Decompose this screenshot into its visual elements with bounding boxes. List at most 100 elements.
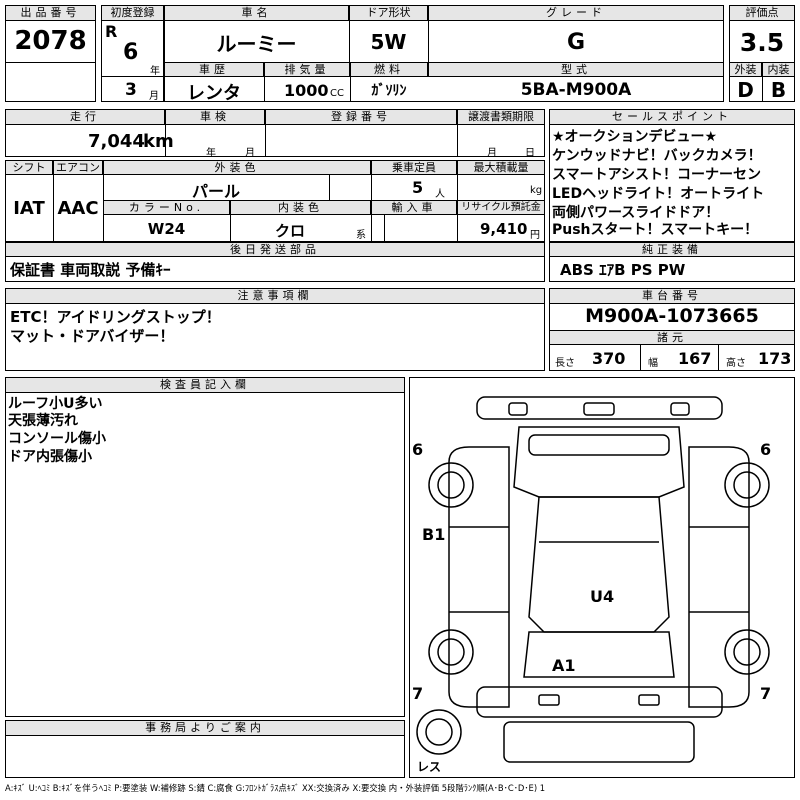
divider <box>457 160 458 242</box>
exterior-grade-label: 外装 <box>729 62 762 77</box>
car-outline-diagram <box>416 396 770 763</box>
sales-point-line: Pushスタート！スマートキー！ <box>552 222 759 238</box>
first-reg-label: 初度登録 <box>101 5 164 21</box>
exterior-grade: D <box>737 78 754 102</box>
inspection-label: 車検 <box>165 109 265 125</box>
capacity-label: 乗車定員 <box>371 160 457 175</box>
grade-label: グレード <box>428 5 724 21</box>
interior-grade: B <box>770 78 787 102</box>
notes-line: ETC！アイドリングストップ！ <box>10 308 221 326</box>
interior-grade-label: 内装 <box>762 62 795 77</box>
score: 3.5 <box>739 28 785 57</box>
divider <box>349 5 350 63</box>
damage-mark-u4: U4 <box>590 587 615 606</box>
divider <box>230 200 231 242</box>
inspector-line: コンソール傷小 <box>8 431 106 447</box>
grade: G <box>566 30 586 55</box>
chassis-label: 車台番号 <box>549 288 795 304</box>
max-load-unit: kg <box>530 185 543 196</box>
tire-rear-left: 7 <box>412 684 424 703</box>
year-unit: 年 <box>150 66 160 77</box>
model-code: 5BA-M900A <box>520 80 632 100</box>
damage-mark-b1: B1 <box>422 525 446 544</box>
interior-color-label: 内装色 <box>230 200 371 215</box>
divider <box>329 175 330 200</box>
tire-front-left: 6 <box>412 440 424 459</box>
spare-tire: レス <box>417 760 442 774</box>
model-name-label: 車名 <box>164 5 349 21</box>
chassis-number: M900A-1073665 <box>585 305 759 327</box>
door-label: ドア形状 <box>349 5 428 21</box>
damage-mark-a1: A1 <box>552 656 576 675</box>
divider <box>762 62 763 102</box>
max-load-label: 最大積載量 <box>457 160 545 175</box>
model-name: ルーミー <box>216 32 297 56</box>
specs-label: 諸元 <box>549 330 795 345</box>
sales-point-line: ケンウッドナビ！バックカメラ！ <box>552 148 762 164</box>
height-label: 高さ <box>726 358 746 369</box>
transfer-label: 譲渡書類期限 <box>457 109 545 125</box>
divider <box>640 345 641 371</box>
width: 167 <box>678 349 712 368</box>
reg-number-label: 登録番号 <box>265 109 457 125</box>
shift-label: シフト <box>5 160 53 175</box>
capacity-unit: 人 <box>435 189 445 200</box>
ac: AAC <box>57 198 99 219</box>
displacement-unit: CC <box>330 88 344 99</box>
inspector-line: 天張薄汚れ <box>8 413 78 429</box>
mileage-unit: km <box>143 131 174 152</box>
reg-year: 6 <box>123 40 139 65</box>
sales-points-label: セールスポイント <box>549 109 795 125</box>
inspection-year-unit: 年 <box>206 148 216 159</box>
exterior-color-label: 外装色 <box>103 160 371 175</box>
divider <box>457 109 458 157</box>
divider <box>371 160 372 242</box>
inspection-month-unit: 月 <box>245 148 255 159</box>
interior-color: クロ <box>274 222 305 240</box>
notes-label: 注意事項欄 <box>5 288 545 304</box>
mileage-label: 走行 <box>5 109 165 125</box>
divider <box>103 160 104 242</box>
divider <box>384 215 385 242</box>
score-label: 評価点 <box>729 5 795 21</box>
office-label: 事務局よりご案内 <box>5 720 405 736</box>
divider <box>101 76 164 77</box>
damage-diagram <box>409 377 795 778</box>
inspector-line: ルーフ小U多い <box>8 396 103 412</box>
mileage: 7,044 <box>88 131 145 152</box>
color-no: W24 <box>147 220 186 238</box>
displacement-label: 排気量 <box>264 62 350 77</box>
recycle-label: リサイクル預託金 <box>457 200 545 215</box>
sales-point-line: 両側パワースライドドア！ <box>552 205 720 221</box>
legend: A:ｷｽﾞ U:ﾍｺﾐ B:ｷｽﾞを伴うﾍｺﾐ P:要塗装 W:補修跡 S:錆 … <box>5 783 546 793</box>
notes-line: マット・ドアバイザー！ <box>10 327 175 345</box>
tire-front-right: 6 <box>760 440 772 459</box>
length: 370 <box>592 349 626 368</box>
color-no-label: カラーNo. <box>103 200 230 215</box>
month-unit: 月 <box>149 91 159 102</box>
sales-point-line: スマートアシスト！コーナーセン <box>552 167 762 183</box>
width-label: 幅 <box>648 358 658 369</box>
import-label: 輸入車 <box>371 200 457 215</box>
capacity: 5 <box>412 178 424 197</box>
history-label: 車歴 <box>164 62 264 77</box>
exterior-color: パール <box>191 182 240 201</box>
sales-point-line: LEDヘッドライト！オートライト <box>552 186 765 202</box>
tire-rear-right: 7 <box>760 684 772 703</box>
era: R <box>105 22 118 41</box>
divider <box>718 345 719 371</box>
model-code-label: 型式 <box>428 62 724 77</box>
divider <box>428 5 429 63</box>
divider <box>265 109 266 157</box>
ac-label: エアコン <box>53 160 103 175</box>
door-type: 5W <box>370 30 407 54</box>
history: レンタ <box>187 83 241 104</box>
displacement: 1000 <box>284 81 329 100</box>
later-shipping-label: 後日発送部品 <box>5 242 545 257</box>
fuel-label: 燃料 <box>350 62 428 77</box>
later-shipping-value: 保証書 車両取説 予備ｷｰ <box>10 261 171 279</box>
divider <box>5 62 96 63</box>
inspector-line: ドア内張傷小 <box>8 449 92 465</box>
recycle-unit: 円 <box>530 230 540 241</box>
recycle: 9,410 <box>480 220 528 238</box>
